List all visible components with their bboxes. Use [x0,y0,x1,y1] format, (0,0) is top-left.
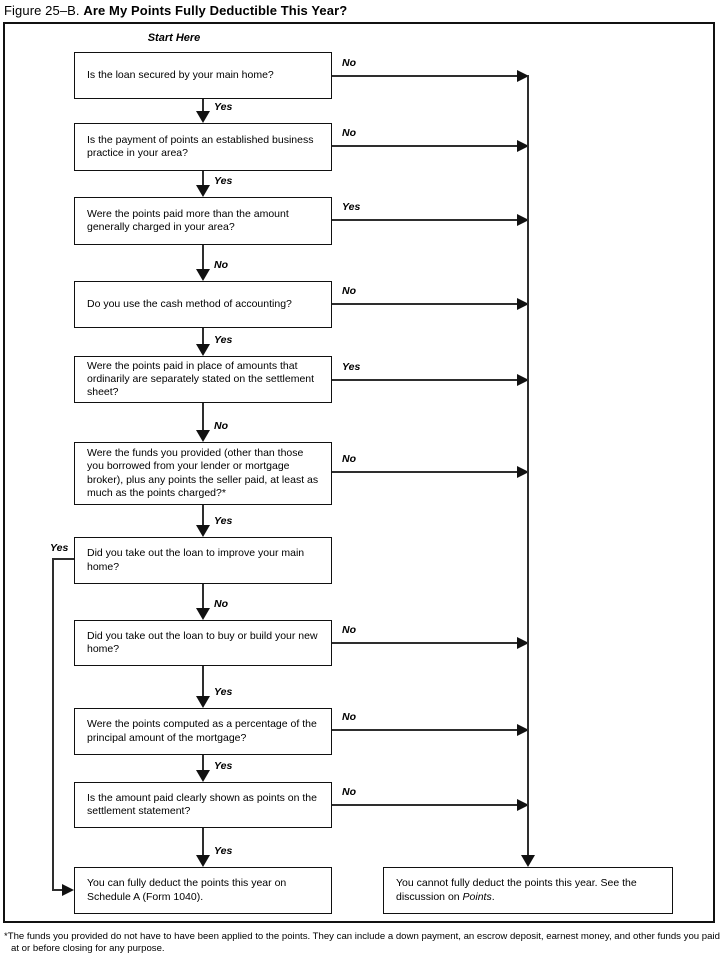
connector-line [332,145,518,147]
arrow-down-icon [196,111,210,123]
outcome-deductible: You can fully deduct the points this yea… [74,867,332,914]
connector-line [202,245,204,270]
connector-line [332,729,518,731]
edge-label: No [214,259,228,271]
edge-label: Yes [214,515,233,527]
connector-line [202,403,204,431]
edge-label: No [214,420,228,432]
loop-line [52,558,74,560]
figure-number: Figure 25–B. [4,3,80,18]
arrow-down-icon [196,855,210,867]
node-text: Were the points paid in place of amounts… [87,359,315,399]
node-text: Is the amount paid clearly shown as poin… [87,791,317,817]
connector-line [202,328,204,345]
connector-line [202,99,204,112]
figure-heading: Are My Points Fully Deductible This Year… [83,3,348,18]
connector-line [332,75,518,77]
connector-line [202,584,204,609]
edge-label: No [342,786,356,798]
node-cash-method: Do you use the cash method of accounting… [74,281,332,328]
node-text: Were the points computed as a percentage… [87,718,317,744]
edge-label: No [342,57,356,69]
edge-label: Yes [342,201,361,213]
edge-label: Yes [214,175,233,187]
node-loan-improve-home: Did you take out the loan to improve you… [74,537,332,584]
edge-label: Yes [214,101,233,113]
figure-title: Figure 25–B. Are My Points Fully Deducti… [4,3,347,18]
node-text: Did you take out the loan to buy or buil… [87,629,318,655]
points-reference: Points [462,890,492,903]
arrow-right-icon [62,884,74,896]
node-text: Were the funds you provided (other than … [87,447,319,499]
arrow-right-icon [517,140,529,152]
arrow-right-icon [517,466,529,478]
edge-label: Yes [214,334,233,346]
edge-label: Yes [214,760,233,772]
arrow-right-icon [517,724,529,736]
connector-line [202,828,204,856]
connector-line [332,219,518,221]
node-text: Do you use the cash method of accounting… [87,297,292,310]
outcome-text: You cannot fully deduct the points this … [396,876,637,903]
edge-label: Yes [214,686,233,698]
connector-line [202,505,204,526]
arrow-right-icon [517,298,529,310]
node-established-practice: Is the payment of points an established … [74,123,332,171]
arrow-down-icon [196,185,210,197]
arrow-right-icon [517,799,529,811]
node-points-more-than-charged: Were the points paid more than the amoun… [74,197,332,245]
node-text: Is the payment of points an established … [87,133,314,159]
connector-line [202,755,204,771]
edge-label: No [342,711,356,723]
arrow-right-icon [517,374,529,386]
outcome-not-deductible: You cannot fully deduct the points this … [383,867,673,914]
connector-line [202,171,204,186]
node-points-in-place: Were the points paid in place of amounts… [74,356,332,403]
edge-label: No [342,453,356,465]
arrow-down-icon [196,430,210,442]
node-funds-provided: Were the funds you provided (other than … [74,442,332,505]
edge-label: Yes [342,361,361,373]
edge-label: Yes [50,542,69,554]
node-text: Is the loan secured by your main home? [87,68,274,81]
edge-label: No [342,127,356,139]
arrow-down-icon [196,608,210,620]
connector-line [332,303,518,305]
arrow-down-icon [196,525,210,537]
arrow-down-icon [196,696,210,708]
connector-line [332,642,518,644]
connector-line [332,379,518,381]
start-here-label: Start Here [147,32,201,44]
edge-label: No [342,624,356,636]
node-amount-shown-points: Is the amount paid clearly shown as poin… [74,782,332,828]
node-points-percentage: Were the points computed as a percentage… [74,708,332,755]
arrow-right-icon [517,637,529,649]
loop-line [52,558,54,891]
loop-line [52,889,65,891]
footnote: *The funds you provided do not have to h… [4,931,720,955]
arrow-right-icon [517,70,529,82]
edge-label: No [342,285,356,297]
connector-line [332,471,518,473]
edge-label: Yes [214,845,233,857]
node-loan-buy-build: Did you take out the loan to buy or buil… [74,620,332,666]
arrow-down-icon [521,855,535,867]
arrow-down-icon [196,269,210,281]
node-loan-secured: Is the loan secured by your main home? [74,52,332,99]
node-text: Were the points paid more than the amoun… [87,207,289,233]
edge-label: No [214,598,228,610]
connector-line [202,666,204,697]
arrow-down-icon [196,344,210,356]
collector-line [527,75,529,856]
arrow-down-icon [196,770,210,782]
connector-line [332,804,518,806]
node-text: Did you take out the loan to improve you… [87,547,305,573]
arrow-right-icon [517,214,529,226]
outcome-text: You can fully deduct the points this yea… [87,876,287,903]
